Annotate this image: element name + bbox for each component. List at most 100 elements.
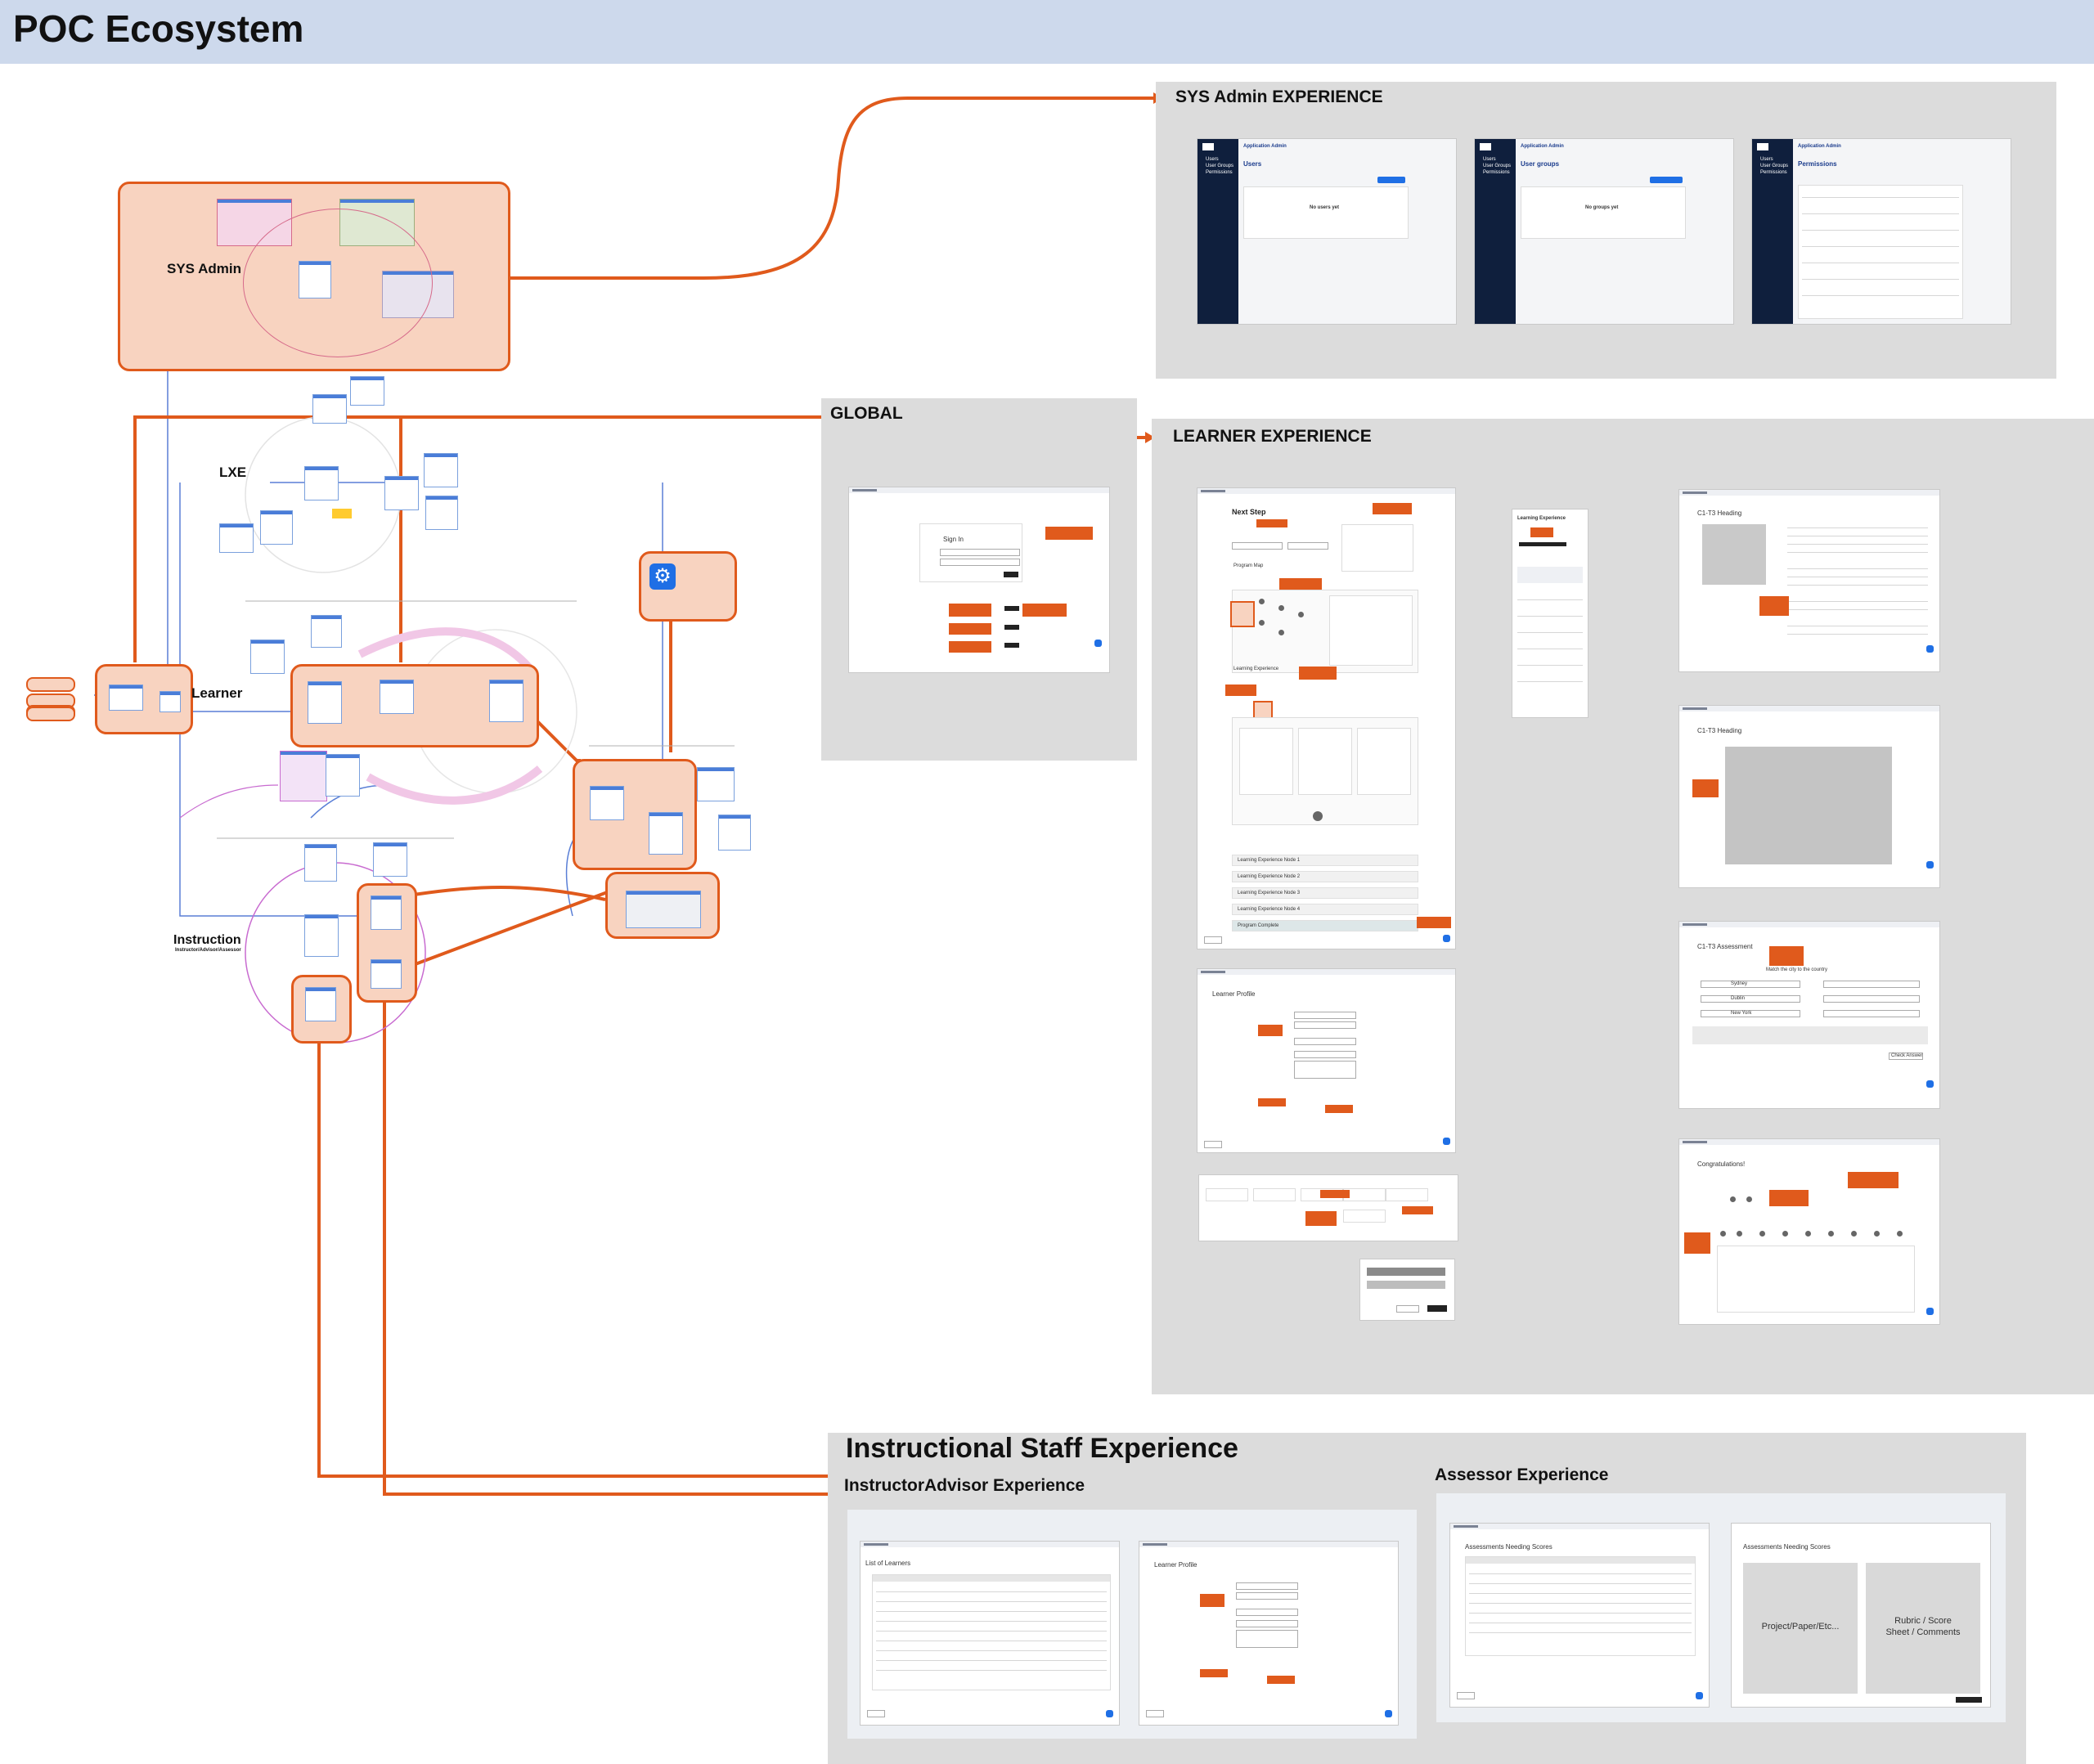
staff-learner-profile-screen: Learner Profile (1139, 1541, 1399, 1726)
primary-button[interactable] (1427, 1305, 1447, 1312)
logo (1757, 143, 1768, 150)
secondary-button[interactable] (1396, 1305, 1419, 1313)
screen-thumb (304, 914, 339, 957)
app-title: Application Admin (1521, 144, 1564, 149)
users-table-card: No users yet (1243, 186, 1409, 239)
rubric-panel[interactable]: Rubric / Score Sheet / Comments (1866, 1563, 1980, 1694)
pathway-strip (1198, 1174, 1458, 1241)
answer-slot[interactable] (1823, 981, 1920, 988)
screen-thumb (380, 680, 414, 714)
action-button[interactable] (1232, 542, 1283, 550)
screen-thumb (384, 476, 419, 510)
learner-flow-node[interactable] (290, 664, 539, 747)
sign-out-button[interactable] (867, 1710, 885, 1717)
submission-panel[interactable]: Project/Paper/Etc... (1743, 1563, 1858, 1694)
annotation-note (1258, 1098, 1286, 1106)
annotation-note (1230, 601, 1255, 627)
annotation-note (1258, 1025, 1283, 1036)
annotation-note (949, 641, 991, 653)
annotation-note (1279, 578, 1322, 591)
screen-thumb (308, 681, 342, 724)
chat-icon[interactable] (1443, 935, 1450, 942)
sign-in-button[interactable] (1004, 572, 1018, 577)
black-button[interactable] (1004, 606, 1019, 611)
chat-icon[interactable] (1926, 1308, 1934, 1315)
black-button[interactable] (1004, 643, 1019, 648)
screen-thumb (260, 510, 293, 545)
create-group-button[interactable] (1650, 177, 1683, 183)
add-user-button[interactable] (1377, 177, 1405, 183)
chat-icon[interactable] (1094, 640, 1102, 647)
screen-thumb (373, 842, 407, 877)
sign-out-button[interactable] (1146, 1710, 1164, 1717)
accordion-row[interactable]: Learning Experience Node 4 (1232, 904, 1418, 915)
screen-thumb (250, 640, 285, 674)
entry-pill[interactable] (26, 677, 75, 692)
email-field[interactable] (940, 549, 1020, 556)
sign-in-screen: Sign In (848, 487, 1110, 673)
chat-icon[interactable] (1696, 1692, 1703, 1699)
annotation-note (1305, 1211, 1337, 1226)
accordion-row[interactable]: Learning Experience Node 2 (1232, 871, 1418, 882)
engine-node[interactable]: ⚙ (639, 551, 737, 622)
answer-slot[interactable] (1823, 1010, 1920, 1017)
chat-icon[interactable] (1106, 1710, 1113, 1717)
instructor-node[interactable] (357, 883, 417, 1003)
title-bar (0, 0, 2094, 64)
annotation-note (1325, 1105, 1353, 1113)
entry-pill[interactable] (26, 707, 75, 721)
accordion-row[interactable]: Program Complete (1232, 920, 1418, 931)
accordion-row[interactable]: Learning Experience Node 1 (1232, 855, 1418, 866)
admin-sidebar: Users User Groups Permissions (1475, 139, 1516, 324)
progress-node[interactable] (573, 759, 697, 870)
annotation-note (949, 623, 991, 635)
annotation-note (1692, 779, 1719, 797)
learning-experience-drawer: Learning Experience (1512, 509, 1588, 718)
sys-admin-label: SYS Admin (167, 261, 241, 276)
content-screen-2: C1-T3 Heading (1678, 705, 1940, 888)
logo (1202, 143, 1214, 150)
accordion-row[interactable]: Learning Experience Node 3 (1232, 887, 1418, 899)
next-step-card (1341, 524, 1413, 572)
chat-icon[interactable] (1385, 1710, 1392, 1717)
sys-admin-node[interactable] (118, 182, 510, 371)
chat-icon[interactable] (1926, 861, 1934, 869)
annotation-note (1200, 1669, 1228, 1677)
staff-hub-node[interactable] (605, 872, 720, 939)
sign-out-button[interactable] (1457, 1692, 1475, 1699)
app-title: Application Admin (1798, 144, 1841, 149)
assessor-node[interactable] (291, 975, 352, 1044)
app-title: Application Admin (1243, 144, 1287, 149)
screen-thumb (312, 394, 347, 424)
gear-icon: ⚙ (649, 563, 676, 590)
screen-thumb (590, 786, 624, 820)
annotation-note (1402, 1206, 1433, 1214)
chat-icon[interactable] (1926, 1080, 1934, 1088)
chat-icon[interactable] (1443, 1138, 1450, 1145)
annotation-note (949, 604, 991, 617)
next-step-heading: Next Step (1232, 508, 1266, 516)
annotation-note (1530, 527, 1553, 537)
action-button[interactable] (1287, 542, 1328, 550)
lxe-label: LXE (219, 465, 247, 480)
learner-node[interactable] (95, 664, 193, 734)
global-title: GLOBAL (830, 404, 903, 423)
admin-heading: User groups (1521, 160, 1560, 168)
sign-out-button[interactable] (1204, 1141, 1222, 1148)
start-button[interactable] (1519, 542, 1566, 546)
instructor-advisor-title: InstructorAdvisor Experience (844, 1476, 1085, 1495)
answer-slot[interactable] (1823, 995, 1920, 1003)
annotation-note (1022, 604, 1067, 617)
admin-heading: Users (1243, 160, 1262, 168)
black-button[interactable] (1004, 625, 1019, 630)
page-title: POC Ecosystem (13, 7, 304, 50)
annotation-note (1045, 527, 1093, 540)
submit-button[interactable] (1956, 1697, 1982, 1703)
screen-thumb (697, 767, 735, 801)
check-answer-button[interactable]: Check Answer (1889, 1053, 1923, 1060)
annotation-note (1320, 1190, 1350, 1198)
learning-experience-label: Learning Experience (1233, 667, 1279, 671)
sign-out-button[interactable] (1204, 936, 1222, 944)
chat-icon[interactable] (1926, 645, 1934, 653)
password-field[interactable] (940, 559, 1020, 566)
